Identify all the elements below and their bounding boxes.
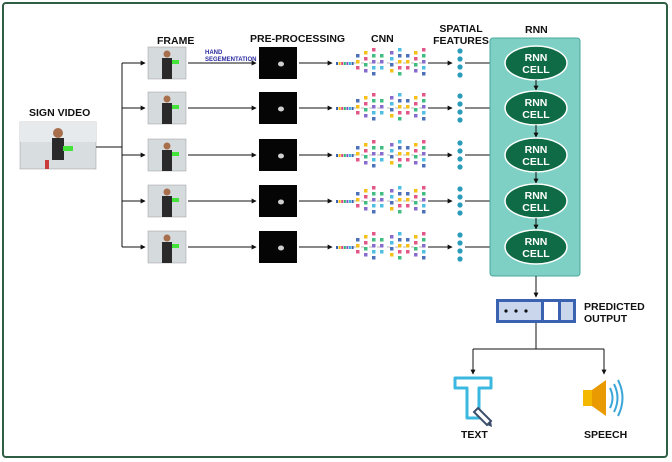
frame-label: FRAME (157, 35, 195, 47)
pipeline-row (147, 91, 503, 125)
cnn-label: CNN (371, 33, 394, 45)
frame-thumbnail (147, 91, 187, 125)
frame-thumbnail (147, 46, 187, 80)
output-split-connector (470, 323, 607, 375)
frame-thumbnail (147, 184, 187, 218)
text-icon (453, 376, 493, 427)
pipeline-row (147, 46, 503, 80)
spatial-feature-dots (457, 93, 463, 123)
spatial-features-line1: SPATIAL (439, 23, 483, 35)
outer-border (2, 2, 668, 458)
predicted-output-line1: PREDICTED (584, 301, 645, 313)
sign-video-thumbnail (19, 121, 97, 170)
rnn-cell-label-line2: CELL (522, 109, 550, 121)
predicted-output-box (496, 299, 576, 323)
rnn-cell-label-line1: RNN (525, 97, 548, 109)
cnn-block (336, 232, 426, 260)
sign-video-label: SIGN VIDEO (29, 107, 91, 119)
rnn-cell-label-line1: RNN (525, 144, 548, 156)
hand-segmentation-label: HAND SEGEMENTATION (205, 50, 257, 63)
rnn-cell-label-line2: CELL (522, 202, 550, 214)
spatial-features-label: SPATIAL FEATURES (431, 23, 491, 47)
rnn-cell-label-line1: RNN (525, 52, 548, 64)
frame-thumbnail (147, 138, 187, 172)
preprocessed-image (259, 185, 297, 217)
pipeline-row (147, 184, 503, 218)
rnn-cell-label-line2: CELL (522, 64, 550, 76)
speaker-icon (583, 379, 624, 417)
spatial-features-line2: FEATURES (433, 35, 489, 47)
preprocessed-image (259, 139, 297, 171)
rnn-cell-label-line1: RNN (525, 190, 548, 202)
cnn-block (336, 140, 426, 168)
pipeline-row (147, 138, 503, 172)
rnn-label: RNN (525, 24, 548, 36)
rnn-cell-label-line1: RNN (525, 236, 548, 248)
spatial-feature-dots (457, 140, 463, 170)
cnn-block (336, 93, 426, 121)
video-fanout-connector (96, 60, 146, 250)
spatial-feature-dots (457, 48, 463, 78)
predicted-output-line2: OUTPUT (584, 313, 628, 325)
rnn-cell-label-line2: CELL (522, 156, 550, 168)
predicted-output-label: PREDICTED OUTPUT (584, 301, 645, 325)
text-output-label: TEXT (461, 429, 488, 441)
preprocessed-image (259, 92, 297, 124)
frame-thumbnail (147, 230, 187, 264)
spatial-feature-dots (457, 186, 463, 216)
rnn-cell-label-line2: CELL (522, 248, 550, 260)
spatial-feature-dots (457, 232, 463, 262)
pipeline-row (147, 230, 503, 264)
cnn-block (336, 186, 426, 214)
preprocessed-image (259, 231, 297, 263)
speech-output-label: SPEECH (584, 429, 628, 441)
preprocessed-image (259, 47, 297, 79)
cnn-block (336, 48, 426, 76)
pre-processing-label: PRE-PROCESSING (250, 33, 346, 45)
